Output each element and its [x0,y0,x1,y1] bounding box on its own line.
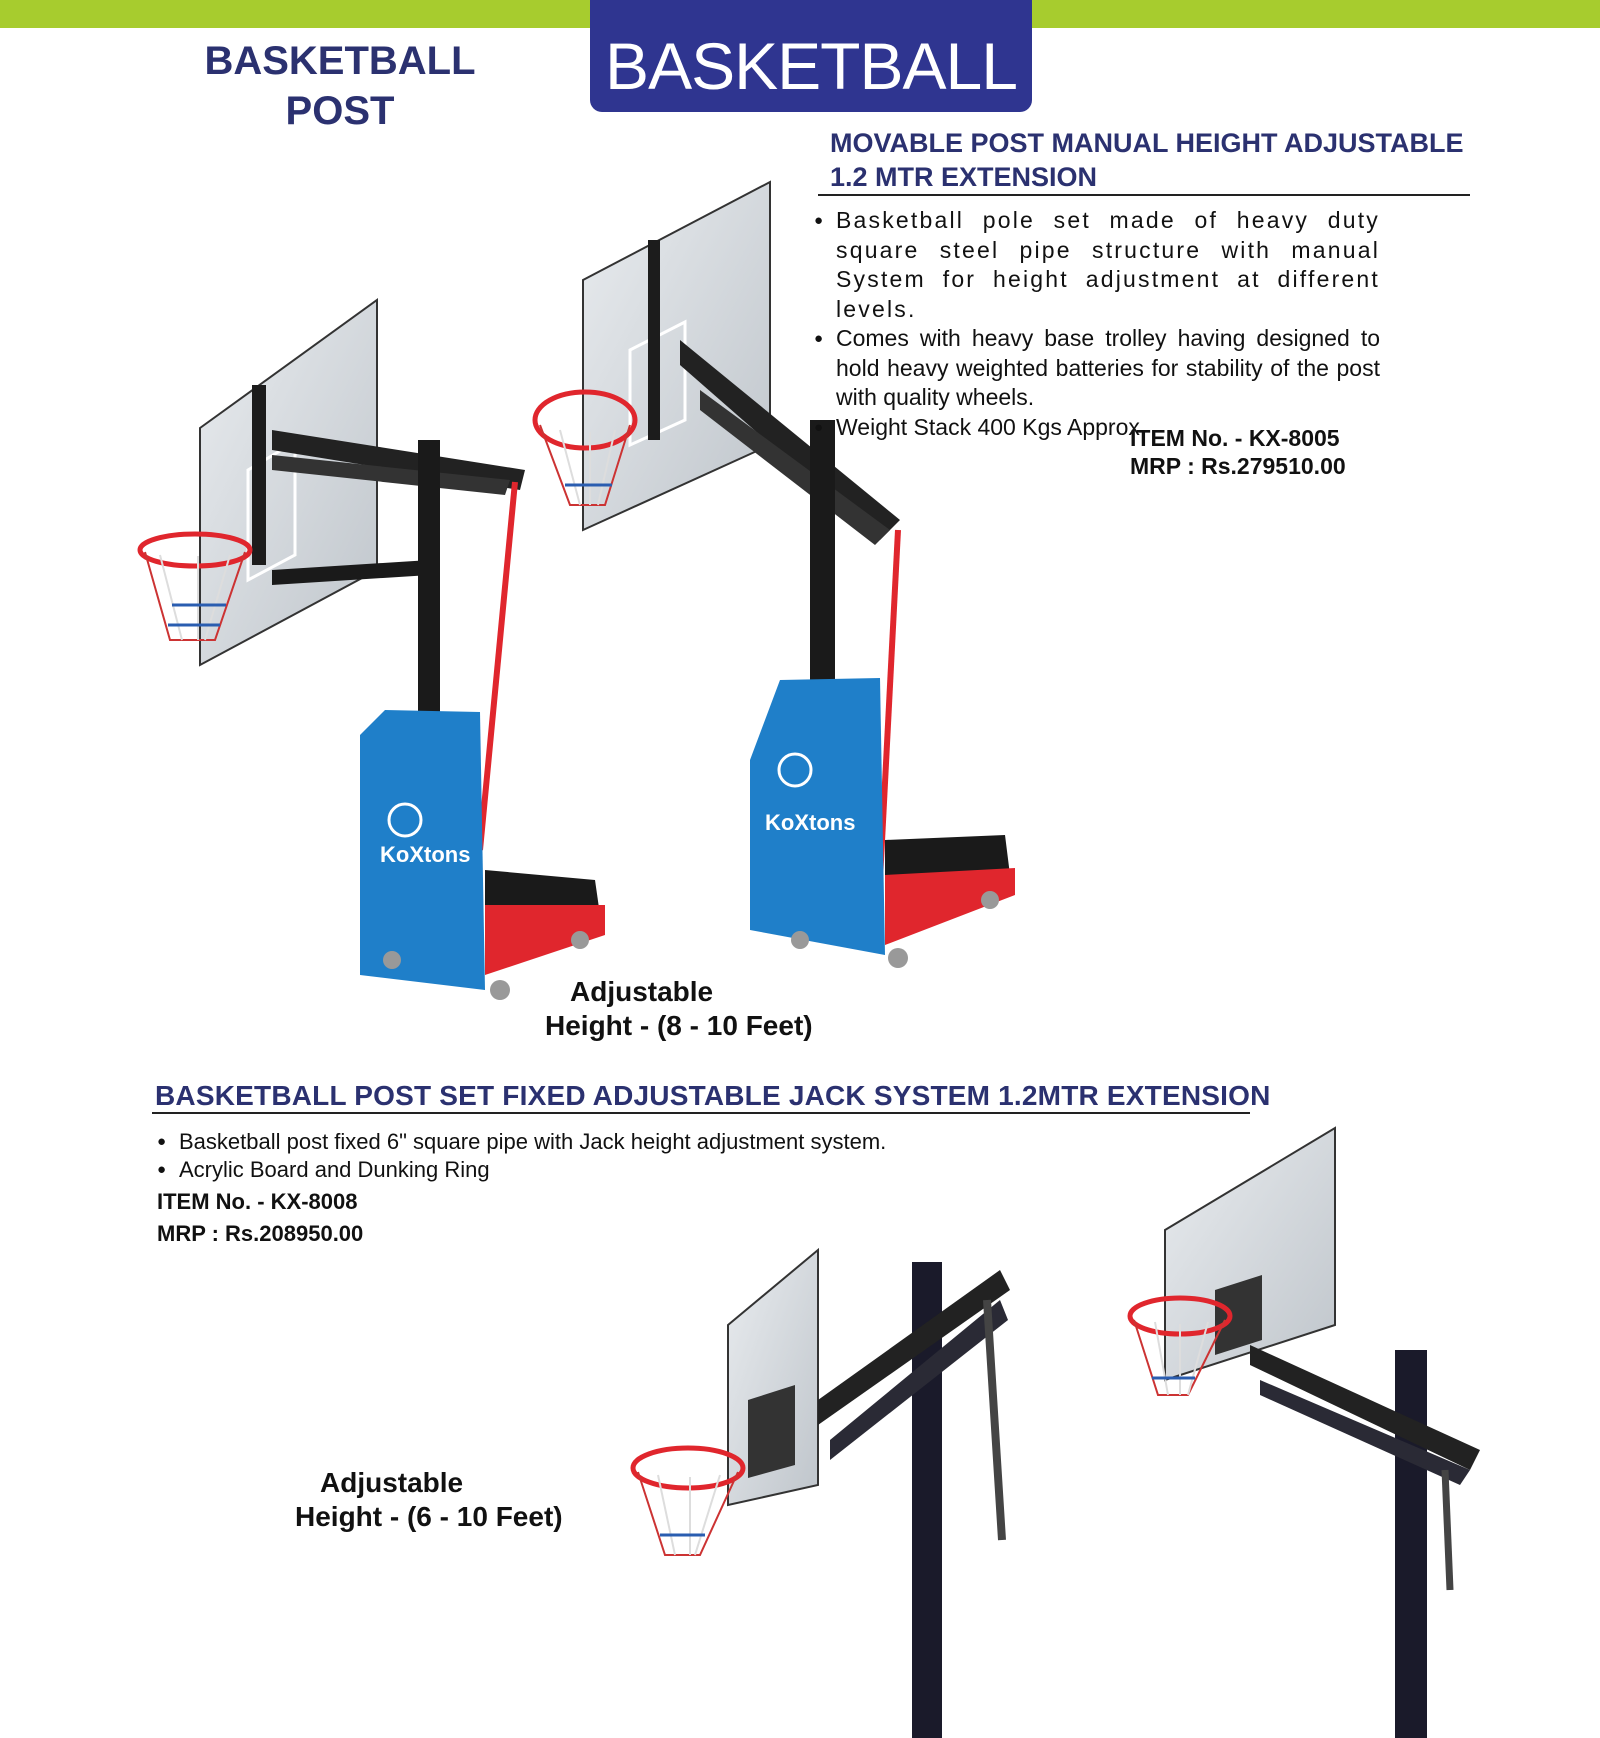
product1-height-caption-line2: Height - (8 - 10 Feet) [545,1010,813,1041]
product2-item-info: ITEM No. - KX-8008 MRP : Rs.208950.00 [157,1186,363,1250]
list-item: Basketball post fixed 6" square pipe wit… [155,1128,1055,1156]
product2-item-number: ITEM No. - KX-8008 [157,1189,358,1214]
fixed-post-left-illustration [630,1247,1010,1738]
brand-logo-right: KoXtons [765,810,855,835]
list-item: Basketball pole set made of heavy duty s… [812,206,1380,324]
product2-features: Basketball post fixed 6" square pipe wit… [155,1128,1055,1184]
category-banner: BASKETBALL [590,0,1032,112]
product1-divider [818,194,1470,196]
product2-divider [152,1112,1250,1114]
product2-mrp: MRP : Rs.208950.00 [157,1221,364,1246]
list-item: Weight Stack 400 Kgs Approx [812,413,1380,443]
product1-item-number: ITEM No. - KX-8005 [1130,425,1340,451]
fixed-post-right-illustration [1127,1126,1480,1738]
product1-heading-line1: MOVABLE POST MANUAL HEIGHT ADJUSTABLE [830,128,1464,158]
product1-height-caption-line1: Adjustable [570,976,714,1007]
movable-post-left-illustration: KoXtons [137,298,605,1000]
list-item: Comes with heavy base trolley having des… [812,324,1380,413]
product2-heading: BASKETBALL POST SET FIXED ADJUSTABLE JAC… [155,1080,1271,1111]
product1-features: Basketball pole set made of heavy duty s… [812,206,1380,442]
brand-logo-left: KoXtons [380,842,470,867]
product1-height-caption: Adjustable Height - (8 - 10 Feet) [545,975,813,1043]
product1-heading-line2: 1.2 MTR EXTENSION [830,162,1098,192]
product1-mrp: MRP : Rs.279510.00 [1130,453,1346,479]
product2-height-caption: Adjustable Height - (6 - 10 Feet) [295,1466,563,1534]
section-title: BASKETBALL POST [190,36,490,136]
product1-item-info: ITEM No. - KX-8005 MRP : Rs.279510.00 [1130,424,1346,480]
product2-height-caption-line2: Height - (6 - 10 Feet) [295,1501,563,1532]
movable-post-right-illustration: KoXtons [532,180,1015,968]
section-title-line2: POST [285,89,395,133]
list-item: Acrylic Board and Dunking Ring [155,1156,1055,1184]
product2-height-caption-line1: Adjustable [320,1467,464,1498]
product1-heading: MOVABLE POST MANUAL HEIGHT ADJUSTABLE 1.… [830,126,1470,194]
section-title-line1: BASKETBALL [204,39,476,83]
